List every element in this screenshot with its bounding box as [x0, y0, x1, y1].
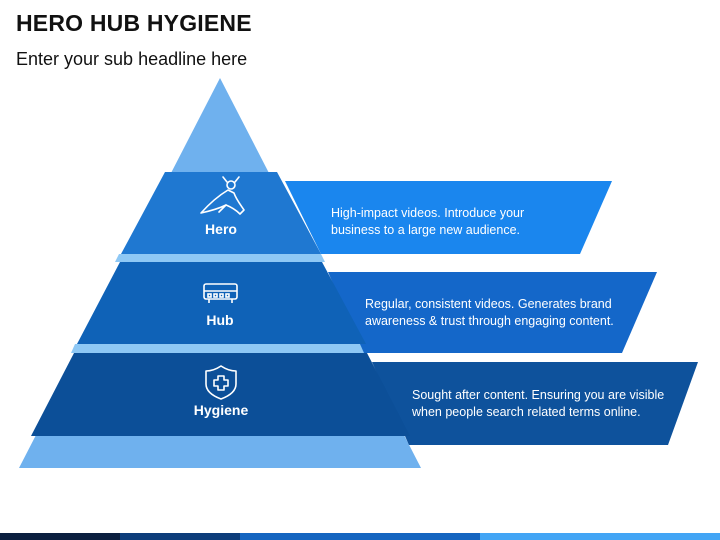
- hero-tier: [121, 172, 321, 254]
- hero-description: High-impact videos. Introduce your busin…: [331, 205, 524, 239]
- hero-description-line: High-impact videos. Introduce your: [331, 206, 525, 220]
- hub-description: Regular, consistent videos. Generates br…: [365, 296, 614, 330]
- hygiene-description-line: when people search related terms online.: [412, 405, 641, 419]
- hub-description-line: awareness & trust through engaging conte…: [365, 314, 614, 328]
- tier-label-hygiene: Hygiene: [193, 402, 249, 418]
- tier-label-hub: Hub: [206, 312, 234, 328]
- hub-tier: [77, 262, 366, 344]
- footer-segment: [240, 533, 480, 540]
- hub-banner: [328, 272, 657, 353]
- tier-separator: [115, 254, 325, 262]
- superhero-icon: [200, 176, 245, 215]
- hygiene-tier: [31, 353, 410, 436]
- tier-label-hero: Hero: [205, 221, 237, 237]
- footer-segment: [480, 533, 720, 540]
- page-subtitle: Enter your sub headline here: [16, 49, 248, 69]
- footer-stripe: [0, 533, 720, 540]
- footer-segment: [120, 533, 240, 540]
- hygiene-description: Sought after content. Ensuring you are v…: [412, 387, 664, 421]
- hub-device-icon: [203, 283, 238, 303]
- hero-banner: [285, 181, 612, 254]
- footer-segment: [0, 533, 120, 540]
- hygiene-banner: [372, 362, 698, 445]
- page-title: HERO HUB HYGIENE: [16, 10, 252, 36]
- tier-separator: [71, 344, 370, 353]
- hero-description-line: business to a large new audience.: [331, 223, 521, 237]
- hygiene-description-line: Sought after content. Ensuring you are v…: [412, 388, 665, 402]
- shield-plus-icon: [205, 365, 237, 400]
- hub-description-line: Regular, consistent videos. Generates br…: [365, 297, 612, 311]
